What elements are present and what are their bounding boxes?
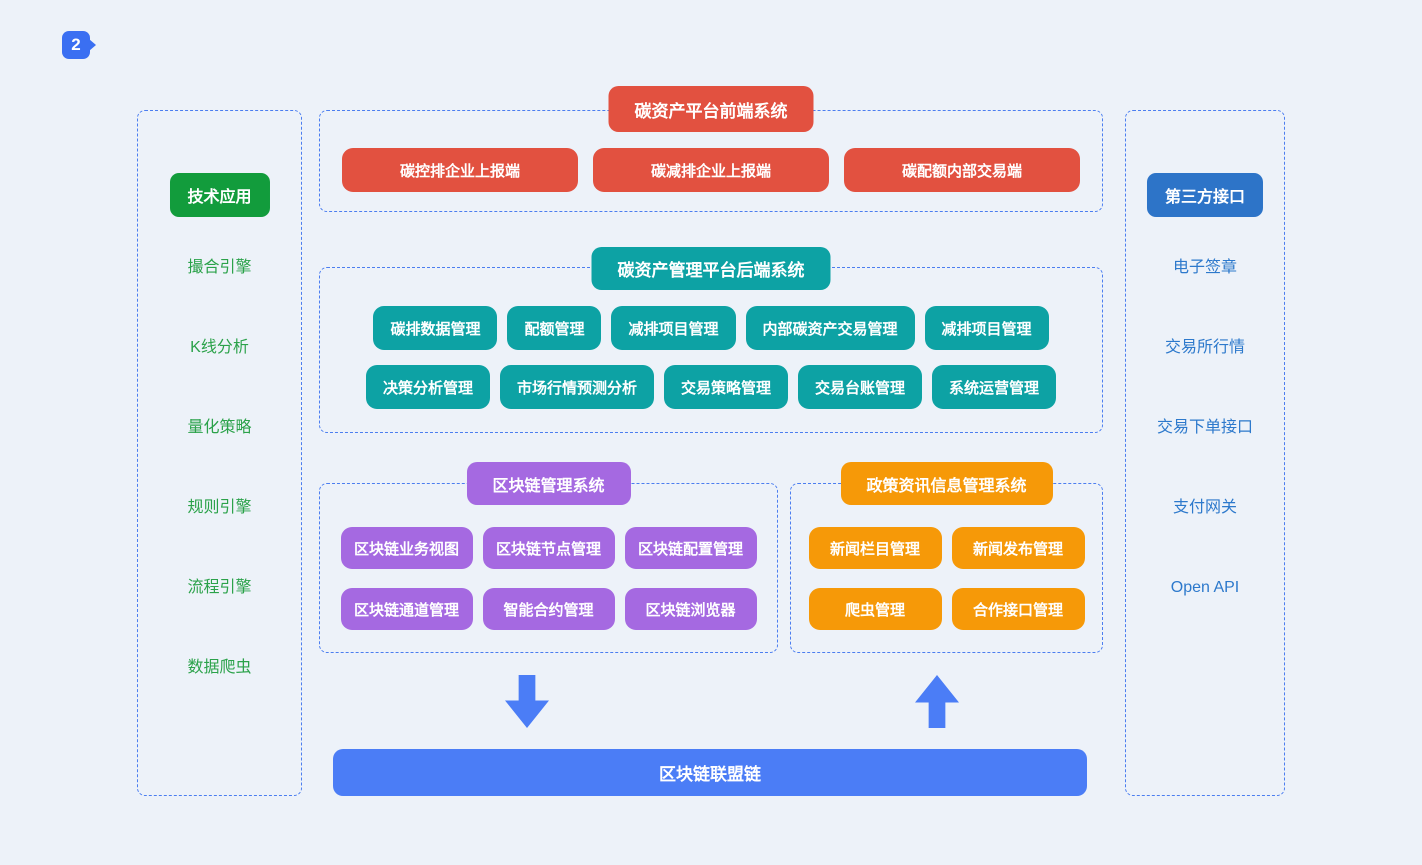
blockchain-item-node-mgmt: 区块链节点管理 xyxy=(482,527,615,569)
tech-item-rule-engine: 规则引擎 xyxy=(187,499,252,516)
tech-item-quant-strategy: 量化策略 xyxy=(187,419,252,436)
policy-item-news-publish-mgmt: 新闻发布管理 xyxy=(951,527,1085,569)
frontend-item-emission-reduction-reporting: 碳减排企业上报端 xyxy=(593,148,829,192)
tech-application-panel: 技术应用 撮合引擎 K线分析 量化策略 规则引擎 流程引擎 数据爬虫 xyxy=(137,110,302,796)
carbon-frontend-system-header: 碳资产平台前端系统 xyxy=(608,86,814,132)
blockchain-item-business-view: 区块链业务视图 xyxy=(340,527,473,569)
policy-row-1: 新闻栏目管理 新闻发布管理 xyxy=(791,527,1102,569)
tech-item-kline-analysis: K线分析 xyxy=(190,339,249,356)
blockchain-system-group: 区块链管理系统 区块链业务视图 区块链节点管理 区块链配置管理 区块链通道管理 … xyxy=(319,462,778,653)
blockchain-row-1: 区块链业务视图 区块链节点管理 区块链配置管理 xyxy=(320,527,777,569)
third-party-item-order-api: 交易下单接口 xyxy=(1156,419,1253,436)
frontend-item-controlled-emitter-reporting: 碳控排企业上报端 xyxy=(342,148,578,192)
backend-item-emission-data-mgmt: 碳排数据管理 xyxy=(373,306,498,350)
blockchain-item-config-mgmt: 区块链配置管理 xyxy=(624,527,757,569)
up-arrow-icon xyxy=(915,675,959,728)
carbon-backend-system-header: 碳资产管理平台后端系统 xyxy=(591,247,831,290)
consortium-chain-bar: 区块链联盟链 xyxy=(333,749,1087,796)
step-badge-label: 2 xyxy=(71,35,81,54)
carbon-backend-system-group: 碳资产管理平台后端系统 碳排数据管理 配额管理 减排项目管理 内部碳资产交易管理… xyxy=(319,247,1103,433)
backend-item-trading-strategy-mgmt: 交易策略管理 xyxy=(663,365,788,409)
tech-item-matching-engine: 撮合引擎 xyxy=(187,259,252,276)
policy-item-news-column-mgmt: 新闻栏目管理 xyxy=(808,527,942,569)
tech-item-process-engine: 流程引擎 xyxy=(187,579,252,596)
blockchain-system-header: 区块链管理系统 xyxy=(466,462,631,505)
blockchain-row-2: 区块链通道管理 智能合约管理 区块链浏览器 xyxy=(320,588,777,630)
blockchain-item-explorer: 区块链浏览器 xyxy=(624,588,757,630)
third-party-interface-panel: 第三方接口 电子签章 交易所行情 交易下单接口 支付网关 Open API xyxy=(1125,110,1285,796)
carbon-backend-row-2: 决策分析管理 市场行情预测分析 交易策略管理 交易台账管理 系统运营管理 xyxy=(320,365,1102,409)
third-party-item-esignature: 电子签章 xyxy=(1172,259,1237,276)
policy-info-system-header: 政策资讯信息管理系统 xyxy=(840,462,1053,505)
third-party-item-payment-gateway: 支付网关 xyxy=(1172,499,1237,516)
frontend-item-quota-internal-trading: 碳配额内部交易端 xyxy=(844,148,1080,192)
tech-item-data-crawler: 数据爬虫 xyxy=(187,659,252,676)
backend-item-internal-asset-trading-mgmt: 内部碳资产交易管理 xyxy=(745,306,915,350)
carbon-backend-row-1: 碳排数据管理 配额管理 减排项目管理 内部碳资产交易管理 减排项目管理 xyxy=(320,306,1102,350)
policy-item-crawler-mgmt: 爬虫管理 xyxy=(808,588,942,630)
tech-application-title: 技术应用 xyxy=(169,173,270,217)
backend-item-system-operation-mgmt: 系统运营管理 xyxy=(932,365,1057,409)
down-arrow-icon xyxy=(505,675,549,728)
backend-item-quota-mgmt: 配额管理 xyxy=(507,306,602,350)
carbon-frontend-system-row: 碳控排企业上报端 碳减排企业上报端 碳配额内部交易端 xyxy=(320,148,1102,192)
blockchain-item-smart-contract-mgmt: 智能合约管理 xyxy=(482,588,615,630)
blockchain-item-channel-mgmt: 区块链通道管理 xyxy=(340,588,473,630)
third-party-item-exchange-quotes: 交易所行情 xyxy=(1164,339,1245,356)
backend-item-reduction-project-mgmt: 减排项目管理 xyxy=(611,306,736,350)
backend-item-market-forecast-analysis: 市场行情预测分析 xyxy=(499,365,654,409)
policy-row-2: 爬虫管理 合作接口管理 xyxy=(791,588,1102,630)
backend-item-decision-analysis-mgmt: 决策分析管理 xyxy=(365,365,490,409)
policy-item-partner-api-mgmt: 合作接口管理 xyxy=(951,588,1085,630)
carbon-frontend-system-group: 碳资产平台前端系统 碳控排企业上报端 碳减排企业上报端 碳配额内部交易端 xyxy=(319,86,1103,212)
third-party-item-open-api: Open API xyxy=(1170,579,1240,596)
policy-info-system-group: 政策资讯信息管理系统 新闻栏目管理 新闻发布管理 爬虫管理 合作接口管理 xyxy=(790,462,1103,653)
third-party-interface-title: 第三方接口 xyxy=(1146,173,1264,217)
step-badge: 2 xyxy=(62,31,96,59)
backend-item-trading-ledger-mgmt: 交易台账管理 xyxy=(798,365,923,409)
backend-item-reduction-project-mgmt-2: 减排项目管理 xyxy=(924,306,1049,350)
